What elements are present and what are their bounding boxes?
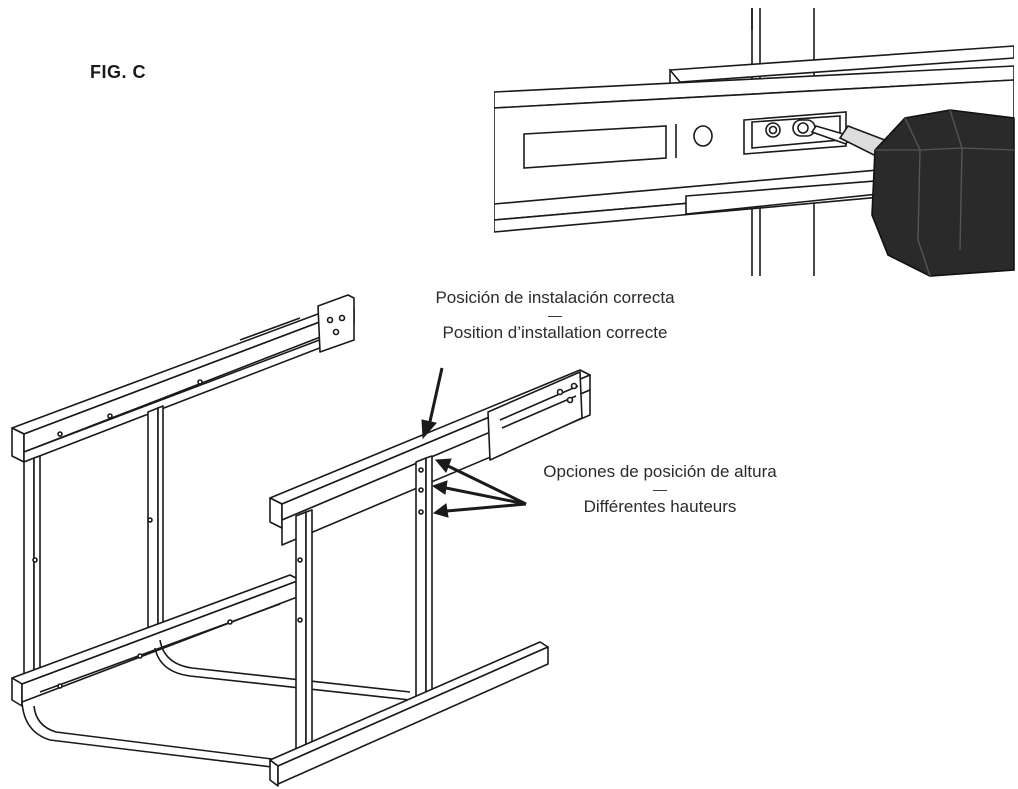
height-label-spanish: Opciones de posición de altura (543, 462, 777, 481)
installation-separator: — (548, 307, 562, 324)
installation-callout: Posición de instalación correcta — Posit… (380, 287, 730, 344)
pull-out-frame (11, 294, 591, 787)
height-separator: — (653, 481, 667, 498)
callout-arrows (421, 367, 527, 518)
height-label-french: Différentes hauteurs (583, 497, 737, 517)
height-arrows-icon (431, 458, 527, 518)
inset-detail (494, 8, 1015, 277)
installation-label-french: Position d’installation correcte (442, 323, 668, 343)
height-callout: Opciones de posición de altura — Différe… (500, 461, 820, 518)
installation-arrow-icon (421, 367, 444, 440)
figure-label: FIG. C (90, 62, 146, 82)
installation-label-spanish: Posición de instalación correcta (435, 288, 675, 307)
drill-icon (871, 109, 1015, 277)
